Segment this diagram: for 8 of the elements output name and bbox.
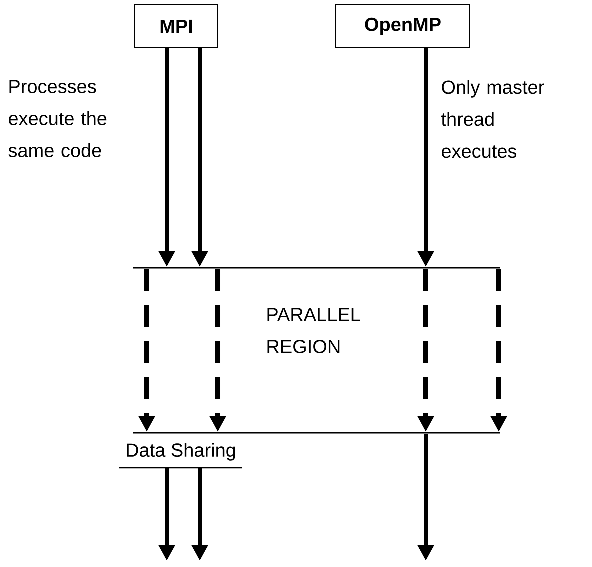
horizontal-line (133, 432, 500, 434)
note-text: Only master thread executes (441, 80, 544, 158)
note-text: Processes execute the same code (8, 80, 107, 158)
underlined-label: Data Sharing (120, 443, 242, 469)
horizontal-line (133, 267, 500, 269)
process-box: MPI (134, 4, 218, 48)
note-text: PARALLEL REGION (268, 308, 360, 354)
process-box: OpenMP (336, 4, 470, 48)
